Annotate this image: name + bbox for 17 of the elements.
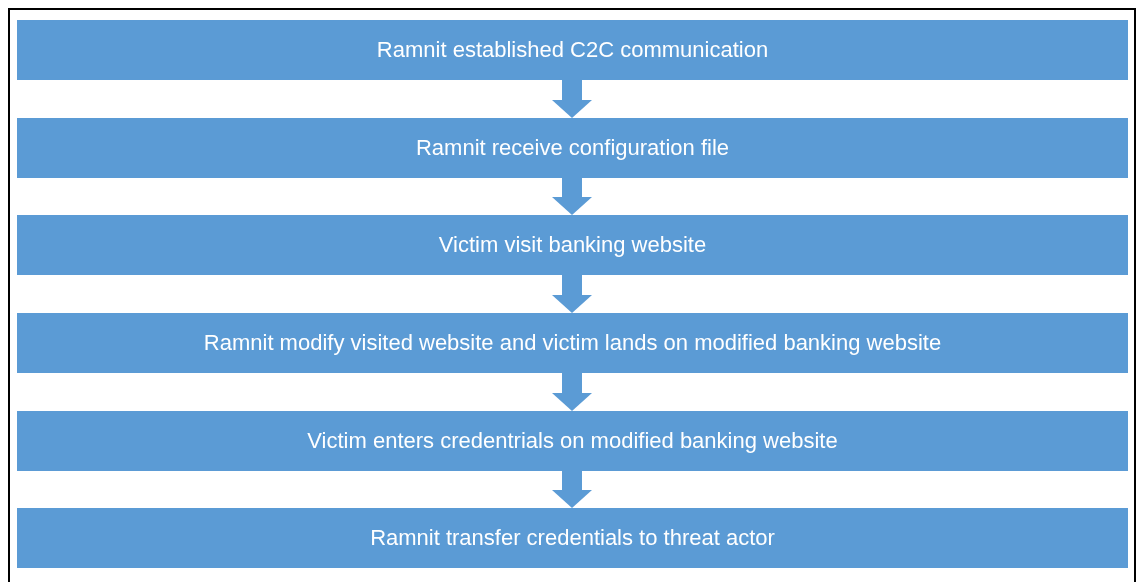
process-box (17, 313, 1128, 373)
process-box (17, 411, 1128, 471)
step-label: Ramnit receive configuration file (415, 135, 729, 161)
step-label: Ramnit transfer credentials to threat actor (370, 525, 775, 551)
arrow (552, 471, 592, 508)
process-box (17, 20, 1128, 80)
step-label: Ramnit modify visited website and victim lands on modified banking website (203, 330, 942, 356)
arrow (552, 373, 592, 411)
step-label: Victim enters credentrials on modified banking website (307, 428, 838, 454)
arrow (552, 178, 592, 215)
process-box (17, 508, 1128, 568)
arrow (552, 275, 592, 313)
process-box (17, 215, 1128, 275)
step-label: Ramnit established C2C communication (376, 37, 769, 63)
step-label: Victim visit banking website (438, 232, 707, 258)
arrow (552, 80, 592, 118)
process-box (17, 118, 1128, 178)
